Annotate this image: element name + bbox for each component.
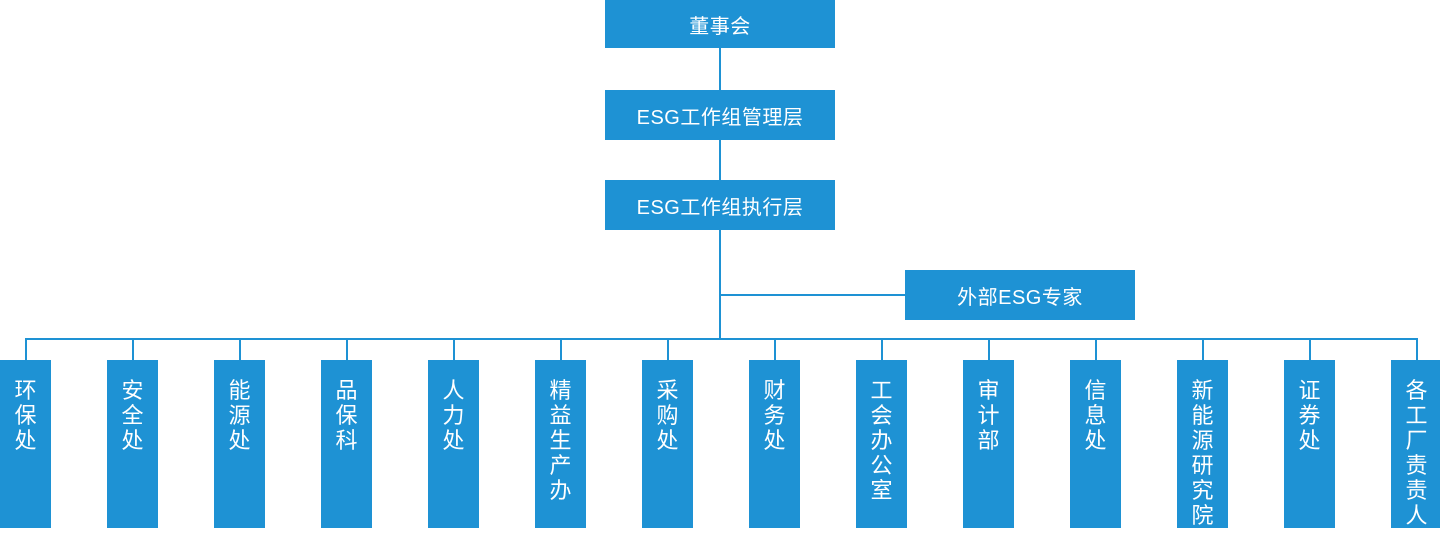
node-label-char: 部 (977, 428, 1000, 453)
node-label-char: 力 (442, 403, 465, 428)
node-label-char: 处 (442, 428, 465, 453)
node-label-char: 工 (870, 378, 893, 403)
node-department[interactable]: 信息处 (1070, 360, 1121, 528)
node-label-char: 源 (228, 403, 251, 428)
node-label-char: 处 (656, 428, 679, 453)
connector-department-stub (880, 338, 883, 360)
node-label: 董事会 (689, 15, 751, 38)
connector-department-stub (773, 338, 776, 360)
node-label-char: 院 (1191, 503, 1214, 528)
connector-level1-level2 (719, 48, 721, 90)
node-label-char: 办 (870, 428, 893, 453)
node-label-char: 处 (228, 428, 251, 453)
node-label: ESG工作组执行层 (636, 196, 804, 219)
node-department[interactable]: 财务处 (749, 360, 800, 528)
node-department[interactable]: 新能源研究院 (1177, 360, 1228, 528)
node-label-char: 责 (1405, 478, 1428, 503)
node-label-char: 责 (1405, 453, 1428, 478)
node-label-char: 工 (1405, 403, 1428, 428)
node-label-char: 审 (977, 378, 1000, 403)
node-label-char: 各 (1405, 378, 1428, 403)
node-label-char: 产 (549, 453, 572, 478)
node-esg-management-layer[interactable]: ESG工作组管理层 (605, 90, 835, 140)
connector-advisor (719, 294, 906, 296)
node-label-char: 处 (763, 428, 786, 453)
node-label-char: 厂 (1405, 428, 1428, 453)
node-label-char: 处 (1084, 428, 1107, 453)
connector-department-stub (559, 338, 562, 360)
node-department[interactable]: 审计部 (963, 360, 1014, 528)
node-label-char: 财 (763, 378, 786, 403)
node-label-char: 计 (977, 403, 1000, 428)
connector-department-stub (666, 338, 669, 360)
node-label-char: 品 (335, 378, 358, 403)
node-label-char: 全 (121, 403, 144, 428)
node-label-char: 究 (1191, 478, 1214, 503)
node-department[interactable]: 工会办公室 (856, 360, 907, 528)
node-label-char: 室 (870, 478, 893, 503)
node-label-char: 环 (14, 378, 37, 403)
node-label: ESG工作组管理层 (636, 106, 804, 129)
node-label-char: 益 (549, 403, 572, 428)
node-label-char: 处 (14, 428, 37, 453)
node-board-of-directors[interactable]: 董事会 (605, 0, 835, 48)
node-label-char: 保 (14, 403, 37, 428)
node-label-char: 证 (1298, 378, 1321, 403)
node-label-char: 生 (549, 428, 572, 453)
node-label-char: 研 (1191, 453, 1214, 478)
node-label-char: 能 (1191, 403, 1214, 428)
node-label-char: 务 (763, 403, 786, 428)
node-label-char: 科 (335, 428, 358, 453)
connector-department-rail (25, 338, 1416, 340)
connector-department-stub (1201, 338, 1204, 360)
node-department[interactable]: 人力处 (428, 360, 479, 528)
connector-department-stub (345, 338, 348, 360)
node-label-char: 办 (549, 478, 572, 503)
node-label-char: 公 (870, 453, 893, 478)
connector-department-stub (238, 338, 241, 360)
connector-level2-level3 (719, 140, 721, 180)
node-department[interactable]: 证券处 (1284, 360, 1335, 528)
node-department[interactable]: 环保处 (0, 360, 51, 528)
node-label-char: 处 (1298, 428, 1321, 453)
node-label-char: 安 (121, 378, 144, 403)
node-label-char: 会 (870, 403, 893, 428)
node-label-char: 采 (656, 378, 679, 403)
node-label-char: 保 (335, 403, 358, 428)
node-department[interactable]: 能源处 (214, 360, 265, 528)
connector-department-stub (131, 338, 134, 360)
node-label-char: 处 (121, 428, 144, 453)
node-department[interactable]: 安全处 (107, 360, 158, 528)
node-department[interactable]: 精益生产办 (535, 360, 586, 528)
node-label: 外部ESG专家 (957, 286, 1083, 309)
node-external-esg-expert[interactable]: 外部ESG专家 (905, 270, 1135, 320)
connector-department-stub (24, 338, 27, 360)
node-label-char: 人 (1405, 503, 1428, 528)
connector-department-stub (1308, 338, 1311, 360)
node-label-char: 源 (1191, 428, 1214, 453)
node-label-char: 能 (228, 378, 251, 403)
connector-department-stub (1415, 338, 1418, 360)
node-department[interactable]: 品保科 (321, 360, 372, 528)
node-label-char: 人 (442, 378, 465, 403)
node-department[interactable]: 各工厂责责人 (1391, 360, 1440, 528)
node-department[interactable]: 采购处 (642, 360, 693, 528)
node-label-char: 新 (1191, 378, 1214, 403)
connector-trunk (719, 230, 721, 340)
node-esg-execution-layer[interactable]: ESG工作组执行层 (605, 180, 835, 230)
connector-department-stub (452, 338, 455, 360)
node-label-char: 息 (1084, 403, 1107, 428)
connector-department-stub (1094, 338, 1097, 360)
connector-department-stub (987, 338, 990, 360)
node-label-char: 购 (656, 403, 679, 428)
node-label-char: 信 (1084, 378, 1107, 403)
node-label-char: 券 (1298, 403, 1321, 428)
node-label-char: 精 (549, 378, 572, 403)
